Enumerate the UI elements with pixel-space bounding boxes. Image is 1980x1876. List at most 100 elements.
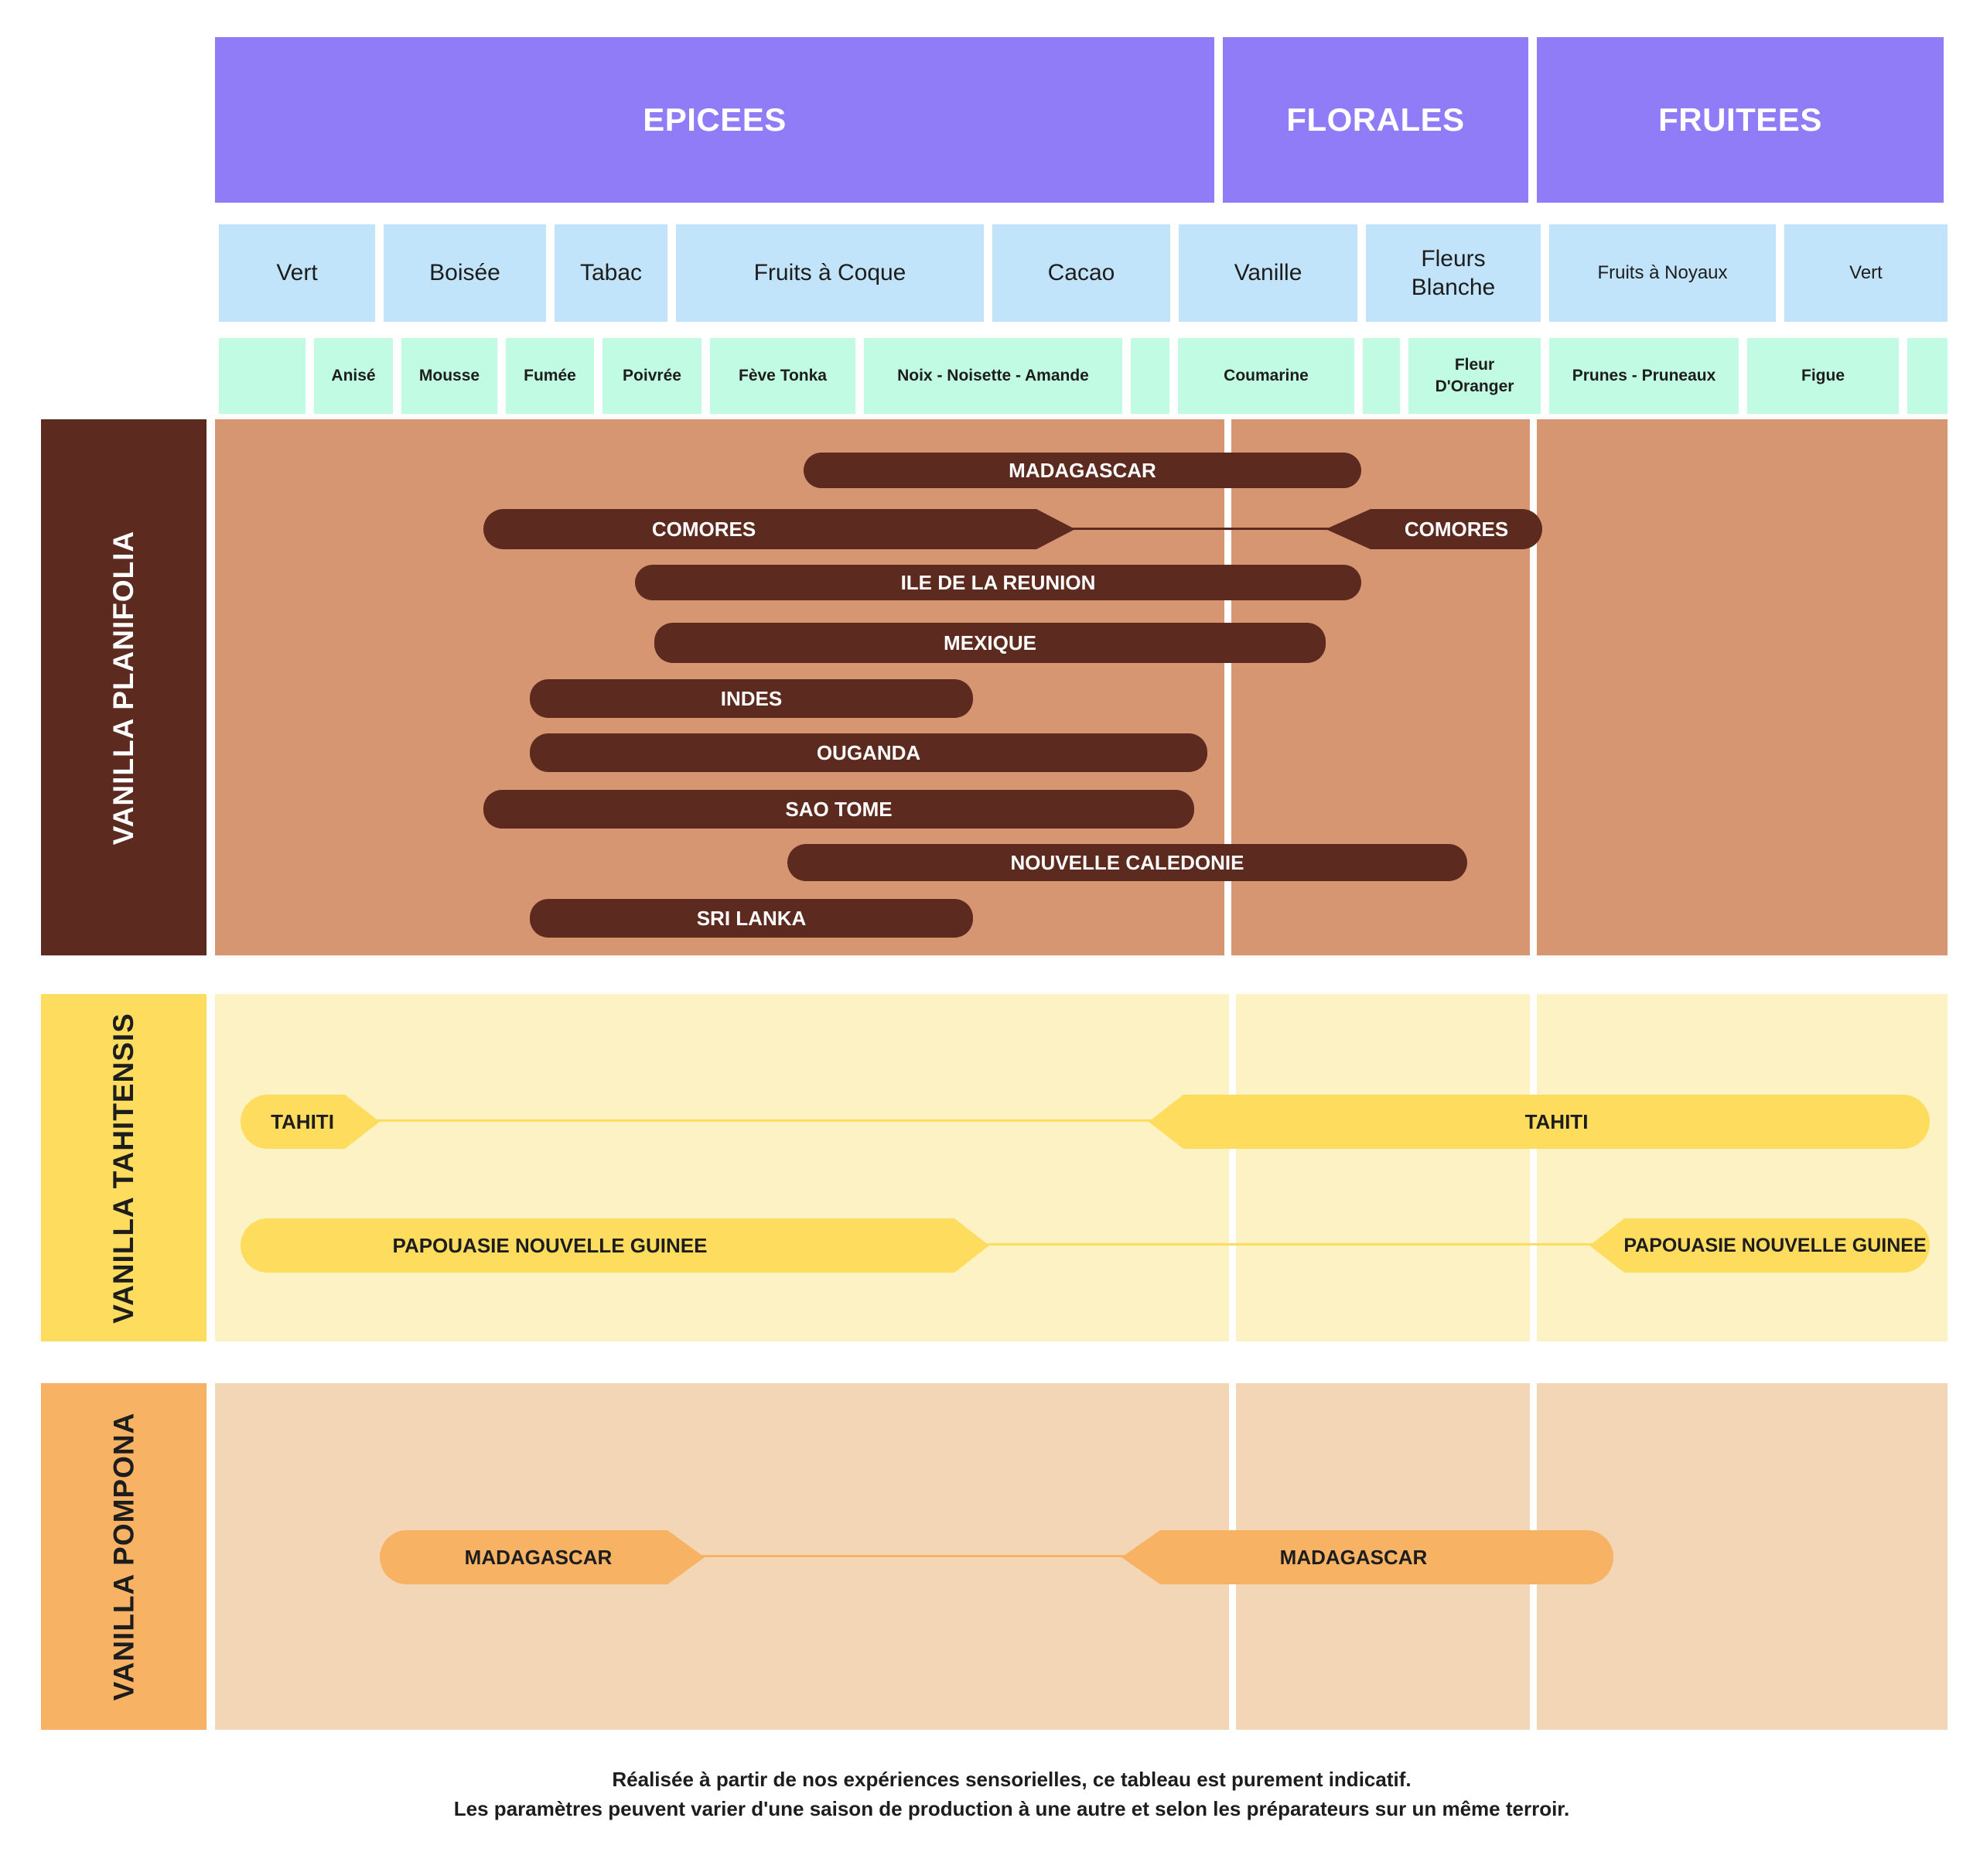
subfamily-fruits-a-coque: Fruits à Coque [676, 224, 984, 322]
band-divider [1224, 419, 1231, 955]
subfamily-vanille: Vanille [1179, 224, 1357, 322]
bar-comores-left-label: COMORES [483, 509, 924, 549]
bar-sri-lanka: SRI LANKA [530, 899, 973, 938]
bar-nouvelle-caledonie: NOUVELLE CALEDONIE [787, 844, 1467, 881]
bar-sao-tome: SAO TOME [483, 790, 1194, 829]
note-mousse: Mousse [401, 338, 497, 414]
note-label: Fève Tonka [739, 366, 827, 384]
note-label: Fumée [524, 366, 576, 384]
connector-madagascar-pompona [696, 1555, 1129, 1557]
species-name: VANILLA PLANIFOLIA [108, 530, 139, 845]
note-label: Anisé [331, 366, 376, 384]
origin-label: MADAGASCAR [1009, 458, 1156, 482]
bar-comores-right [1326, 509, 1542, 549]
origin-label: NOUVELLE CALEDONIE [1010, 850, 1244, 874]
note-label: Fleur D'Oranger [1435, 355, 1514, 395]
subfamily-label: Cacao [1047, 260, 1115, 286]
band-divider [1530, 419, 1537, 955]
subfamily-label: Boisée [429, 260, 500, 286]
note-label: Poivrée [623, 366, 681, 384]
footer-note: Réalisée à partir de nos expériences sen… [215, 1765, 1808, 1823]
family-header-epicees: EPICEES [215, 37, 1214, 203]
note-prunes: Prunes - Pruneaux [1549, 338, 1739, 414]
bar-comores-left [483, 509, 1075, 549]
note-empty-1 [219, 338, 306, 414]
subfamily-label: Fruits à Noyaux [1597, 262, 1728, 283]
bar-tahiti-left [241, 1095, 380, 1149]
bar-tahiti-left-label: TAHITI [241, 1095, 380, 1149]
origin-label: MADAGASCAR [464, 1545, 613, 1569]
family-label: EPICEES [643, 101, 787, 138]
bar-papouasie-right [1589, 1218, 1930, 1273]
family-label: FLORALES [1286, 101, 1465, 138]
connector-tahiti [371, 1119, 1160, 1122]
subfamily-boisee: Boisée [384, 224, 546, 322]
subfamily-label: Vert [1849, 262, 1883, 283]
note-anise: Anisé [314, 338, 393, 414]
subfamily-cacao: Cacao [992, 224, 1170, 322]
family-label: FRUITEES [1658, 101, 1822, 138]
subfamily-vert: Vert [219, 224, 375, 322]
note-label: Coumarine [1224, 366, 1309, 384]
subfamily-label: Fruits à Coque [753, 260, 906, 286]
subfamily-label: Fleurs Blanche [1411, 245, 1496, 301]
subfamily-label: Vert [276, 260, 318, 286]
note-figue: Figue [1747, 338, 1899, 414]
note-coumarine: Coumarine [1178, 338, 1354, 414]
bar-tahiti-right [1149, 1095, 1930, 1149]
bar-madagascar-pompona-right [1121, 1530, 1613, 1584]
note-label: Noix - Noisette - Amande [897, 366, 1089, 384]
note-fleur-doranger: Fleur D'Oranger [1408, 338, 1541, 414]
species-label-pompona: VANILLA POMPONA [41, 1383, 207, 1730]
connector-papouasie [982, 1243, 1601, 1246]
subfamily-vert-2: Vert [1784, 224, 1948, 322]
bar-madagascar-pompona-right-label: MADAGASCAR [1160, 1530, 1547, 1584]
note-empty-3 [1363, 338, 1400, 414]
origin-label: PAPOUASIE NOUVELLE GUINEE [1623, 1234, 1927, 1256]
band-tahitensis [215, 994, 1948, 1341]
bar-ile-de-la-reunion: ILE DE LA REUNION [635, 565, 1361, 600]
bar-papouasie-left-label: PAPOUASIE NOUVELLE GUINEE [241, 1218, 859, 1273]
bar-papouasie-left [241, 1218, 989, 1273]
band-divider [1229, 994, 1236, 1341]
connector-comores [1067, 528, 1330, 530]
subfamily-fruits-a-noyaux: Fruits à Noyaux [1549, 224, 1776, 322]
footer-line-1: Réalisée à partir de nos expériences sen… [612, 1768, 1412, 1791]
species-label-planifolia: VANILLA PLANIFOLIA [41, 419, 207, 955]
origin-label: SRI LANKA [696, 906, 807, 930]
origin-label: SAO TOME [785, 797, 893, 821]
family-header-fruitees: FRUITEES [1537, 37, 1944, 203]
origin-label: ILE DE LA REUNION [900, 570, 1096, 594]
note-feve-tonka: Fève Tonka [710, 338, 855, 414]
footer-line-2: Les paramètres peuvent varier d'une sais… [453, 1796, 1570, 1820]
bar-madagascar-pompona-left-label: MADAGASCAR [380, 1530, 705, 1584]
origin-label: TAHITI [1524, 1109, 1589, 1133]
note-empty-2 [1131, 338, 1169, 414]
note-noix: Noix - Noisette - Amande [864, 338, 1122, 414]
bar-ouganda: OUGANDA [530, 733, 1207, 772]
species-name: VANILLA POMPONA [108, 1412, 140, 1701]
origin-label: TAHITI [271, 1109, 334, 1133]
note-label: Mousse [418, 366, 480, 384]
bar-indes: INDES [530, 679, 973, 718]
family-header-florales: FLORALES [1223, 37, 1528, 203]
origin-label: MEXIQUE [944, 630, 1036, 654]
note-poivree: Poivrée [603, 338, 702, 414]
bar-comores-right-label: COMORES [1371, 509, 1542, 549]
subfamily-label: Tabac [579, 260, 643, 286]
bar-mexique: MEXIQUE [654, 623, 1326, 663]
species-label-tahitensis: VANILLA TAHITENSIS [41, 994, 207, 1341]
note-label: Figue [1801, 366, 1845, 384]
origin-label: COMORES [651, 517, 756, 541]
note-label: Prunes - Pruneaux [1572, 366, 1716, 384]
origin-label: COMORES [1404, 517, 1509, 541]
note-empty-4 [1907, 338, 1948, 414]
subfamily-tabac: Tabac [555, 224, 667, 322]
origin-label: INDES [720, 686, 783, 710]
origin-label: MADAGASCAR [1279, 1545, 1428, 1569]
origin-label: OUGANDA [816, 740, 921, 764]
band-divider [1530, 994, 1537, 1341]
bar-madagascar-pompona-left [380, 1530, 705, 1584]
species-name: VANILLA TAHITENSIS [108, 1012, 140, 1324]
subfamily-fleurs-blanche: Fleurs Blanche [1366, 224, 1541, 322]
